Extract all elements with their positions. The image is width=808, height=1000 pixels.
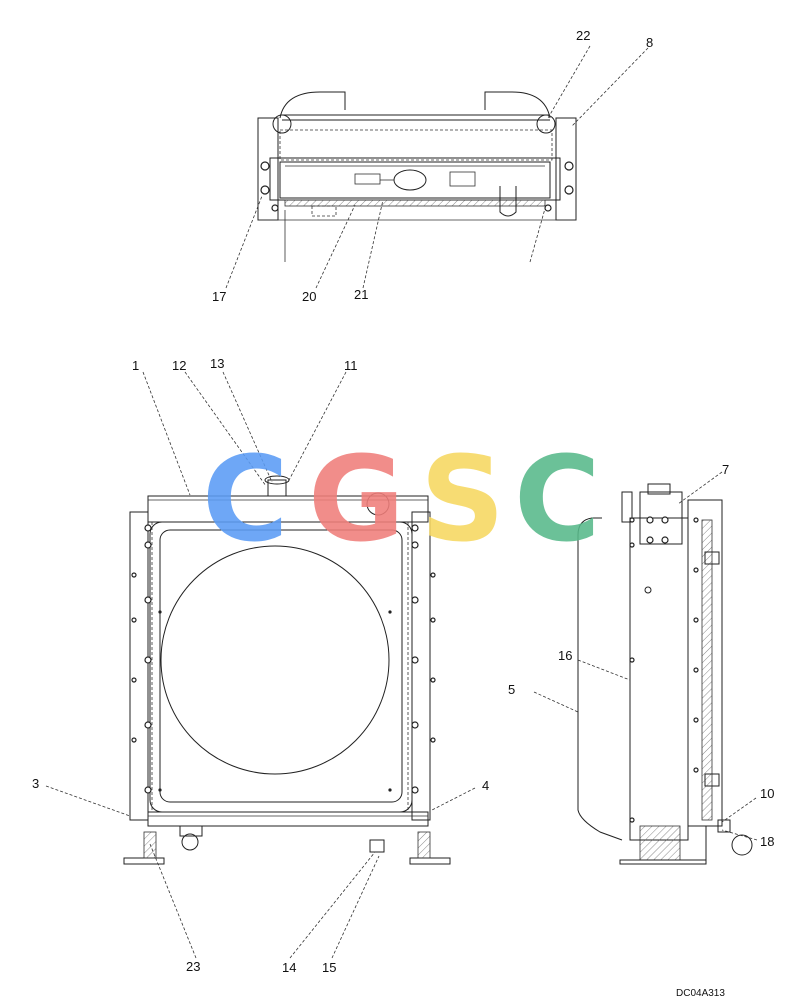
callout-5: 5: [508, 682, 515, 697]
callout-17: 17: [212, 289, 226, 304]
watermark-letter-g: G: [308, 430, 405, 568]
callout-20: 20: [302, 289, 316, 304]
watermark-letter-c2: C: [514, 430, 601, 568]
callout-11: 11: [344, 358, 358, 373]
watermark-letter-s: S: [420, 430, 505, 568]
callout-labels: 1 3 4 5 7 8 10 11 12 13 14 15 16 17 18 2…: [32, 28, 774, 975]
callout-7: 7: [722, 462, 729, 477]
callout-12: 12: [172, 358, 186, 373]
side-view: [533, 471, 758, 865]
callout-1: 1: [132, 358, 139, 373]
top-view: [225, 45, 649, 289]
callout-15: 15: [322, 960, 336, 975]
callout-21: 21: [354, 287, 368, 302]
callout-4: 4: [482, 778, 489, 793]
front-view: [45, 371, 476, 959]
callout-8: 8: [646, 35, 653, 50]
callout-3: 3: [32, 776, 39, 791]
cgsc-watermark: C G S C: [202, 430, 601, 568]
callout-23: 23: [186, 959, 200, 974]
callout-18: 18: [760, 834, 774, 849]
watermark-letter-c1: C: [202, 430, 289, 568]
callout-14: 14: [282, 960, 296, 975]
callout-13: 13: [210, 356, 224, 371]
drawing-code-label: DC04A313: [676, 988, 725, 999]
callout-22: 22: [576, 28, 590, 43]
callout-10: 10: [760, 786, 774, 801]
callout-16: 16: [558, 648, 572, 663]
